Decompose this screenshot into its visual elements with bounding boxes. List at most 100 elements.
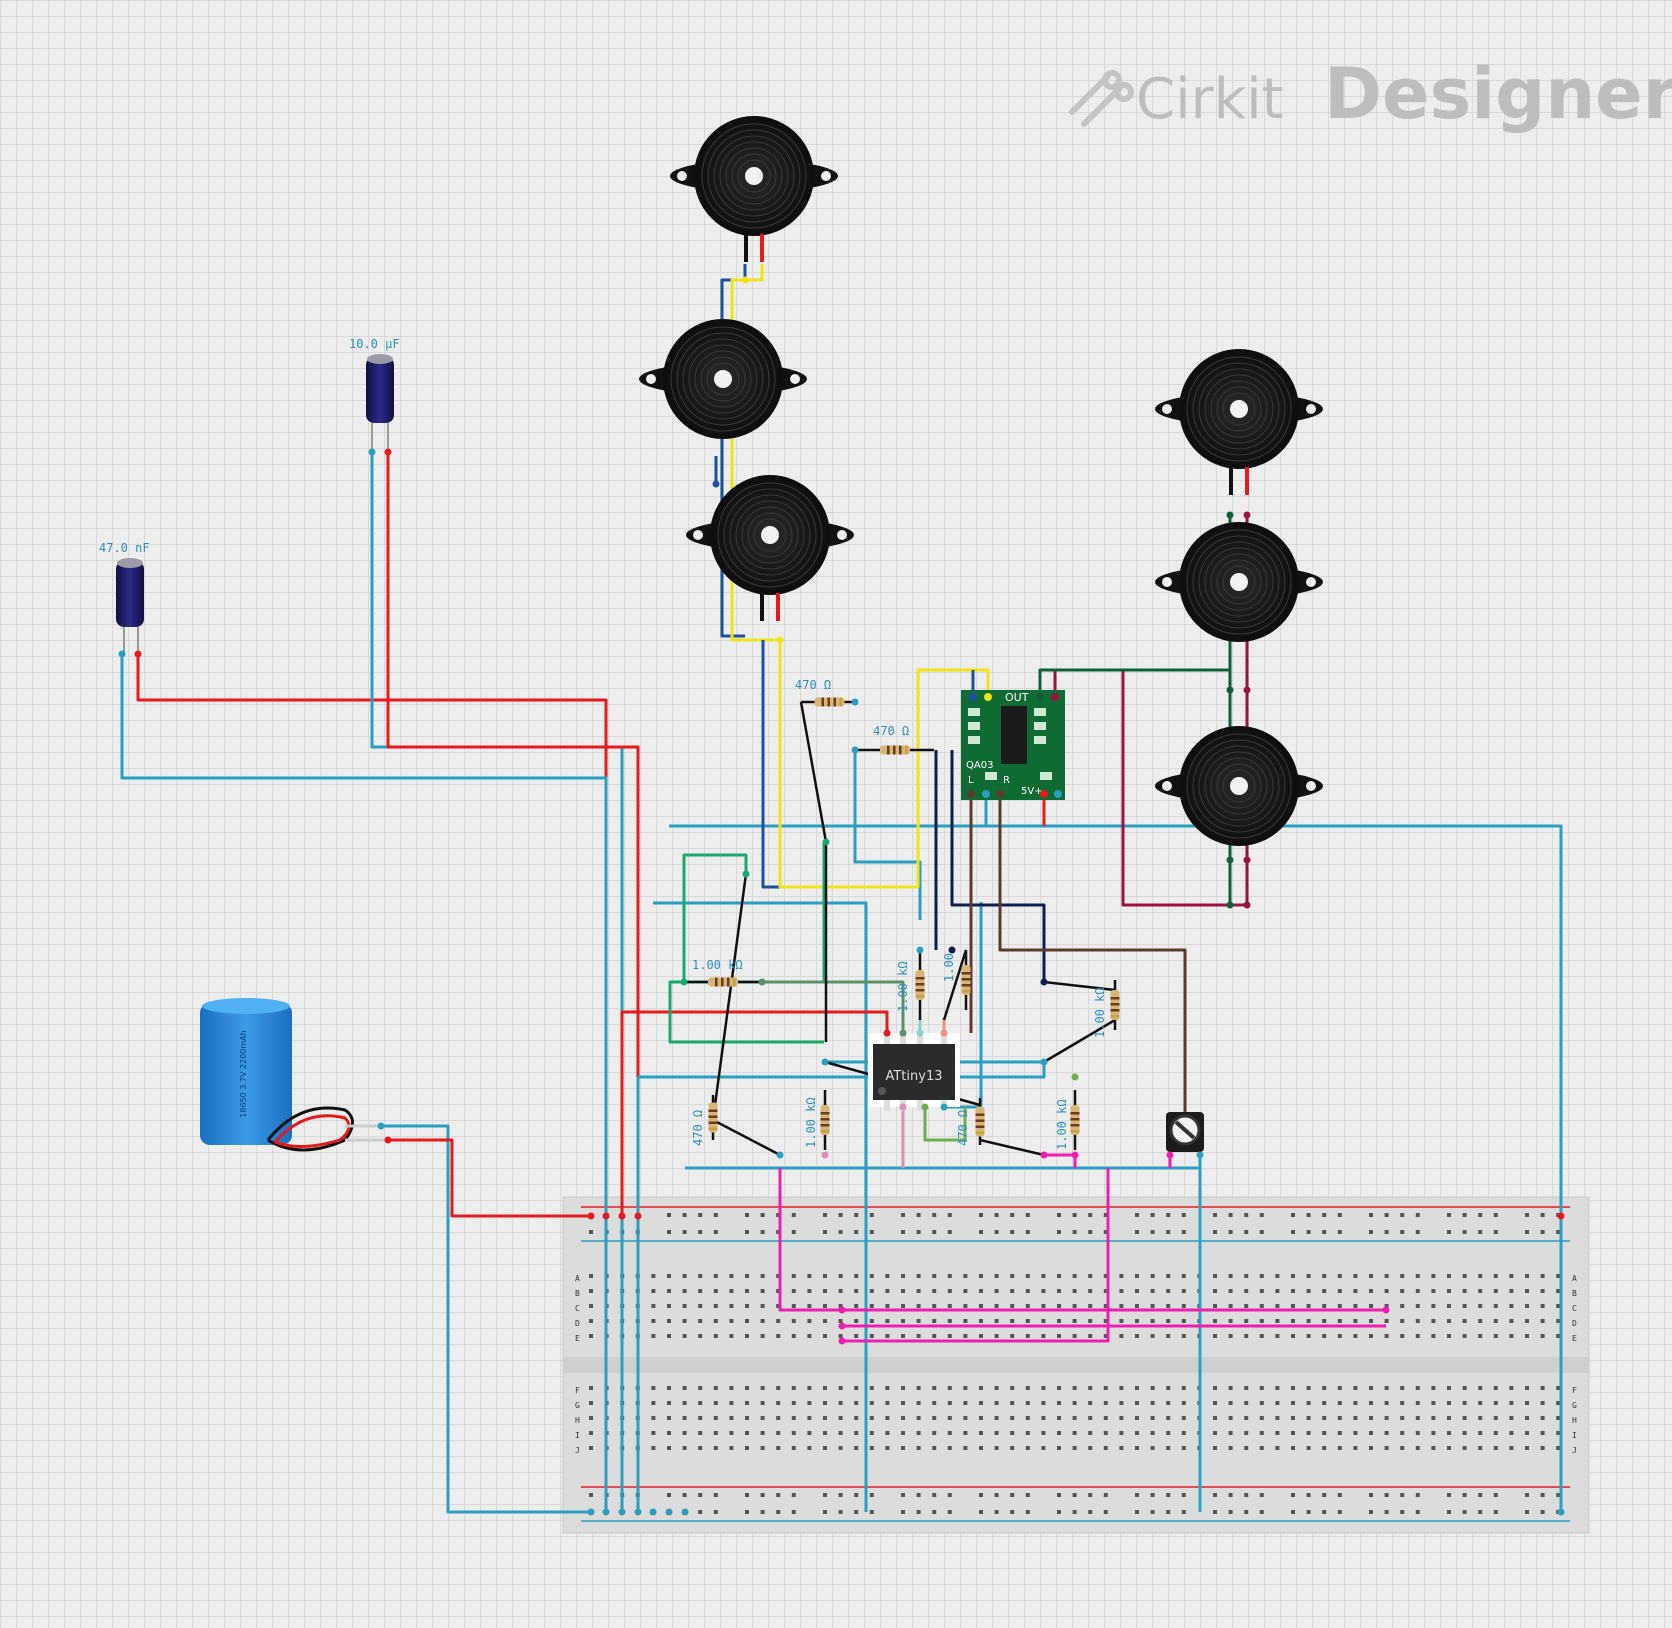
audio-amplifier-module[interactable]: OUT QA03 L R 5V+ (961, 690, 1065, 800)
resistor[interactable] (708, 1095, 718, 1140)
row-letter: E (1572, 1334, 1577, 1343)
resistor-label: 1.00 kΩ (1093, 987, 1107, 1038)
row-letter: C (1572, 1304, 1577, 1313)
wire-black-2 (711, 873, 781, 1157)
mcu-label: ATtiny13 (885, 1069, 942, 1084)
piezo-buzzer-icon[interactable] (1155, 349, 1323, 495)
row-letter: H (575, 1416, 580, 1425)
wire-node (916, 946, 924, 954)
wire-node (1040, 1058, 1048, 1066)
wire-magenta-4 (842, 1168, 1110, 1343)
resistor[interactable] (975, 1098, 985, 1145)
resistor[interactable] (856, 745, 934, 755)
wire-node (602, 1212, 610, 1220)
wire-node (776, 1151, 784, 1159)
wire-brown-2 (998, 794, 1187, 1125)
wire-node (821, 1151, 829, 1159)
brand-designer: Designer (1324, 53, 1672, 135)
resistor-label: 470 Ω (795, 678, 831, 692)
wire-node (1243, 901, 1251, 909)
wire-node (681, 1508, 689, 1516)
capacitor-47nf[interactable]: 47.0 nF (99, 541, 150, 658)
attiny13-chip[interactable]: ATtiny13 (868, 1033, 960, 1111)
wire-node (776, 636, 784, 644)
wire-battery-negative (381, 1124, 591, 1514)
cap10-label: 10.0 µF (349, 337, 400, 351)
wire-node (1196, 1151, 1204, 1159)
wire-node (899, 1029, 907, 1037)
wire-battery-positive (388, 1138, 591, 1218)
wire-node (1243, 856, 1251, 864)
resistor[interactable] (1070, 1090, 1080, 1150)
wire-node (634, 1212, 642, 1220)
wire-node (838, 1306, 846, 1314)
wire-node (1557, 1508, 1565, 1516)
wire-cap47-negative (120, 652, 608, 1512)
wire-node (742, 870, 750, 878)
wire-node (851, 746, 859, 754)
piezo-buzzer-icon[interactable] (1155, 726, 1323, 846)
resistor[interactable] (1110, 980, 1120, 1030)
piezo-buzzer-icon[interactable] (670, 116, 838, 262)
row-letter: J (1572, 1446, 1577, 1455)
wire-node (1557, 1212, 1565, 1220)
wire-node (1071, 1073, 1079, 1081)
wire-node (634, 1508, 642, 1516)
wire-node (1382, 1306, 1390, 1314)
row-letter: G (1572, 1401, 1577, 1410)
row-letter: H (1572, 1416, 1577, 1425)
wire-mcu-vcc (620, 1010, 889, 1216)
wire-node (1166, 1151, 1174, 1159)
breadboard[interactable]: A B C D E F G H I J A B C D E F G H I J (562, 1196, 1590, 1534)
wire-node (1226, 511, 1234, 519)
wire-amp-darkgreen (1038, 668, 1230, 697)
resistor-label: 1.00 kΩ (804, 1097, 818, 1148)
potentiometer[interactable] (1166, 1112, 1204, 1152)
cap47-label: 47.0 nF (99, 541, 150, 555)
row-letter: E (575, 1334, 580, 1343)
wire-node (851, 698, 859, 706)
amp-model-label: QA03 (966, 760, 993, 771)
wire-green-loop-2 (668, 980, 824, 1044)
resistor[interactable] (684, 977, 762, 987)
wire-node (940, 1103, 948, 1111)
wire-node (1243, 686, 1251, 694)
resistor[interactable] (961, 950, 971, 1010)
resistor-label: 1.00 (942, 953, 956, 982)
piezo-buzzer-icon[interactable] (1155, 522, 1323, 642)
wire-sage (762, 980, 905, 1033)
wire-node (822, 838, 830, 846)
resistor-label: 470 Ω (956, 1110, 970, 1146)
resistor[interactable] (915, 950, 925, 1020)
wire-cap10-positive (386, 452, 640, 1216)
cirkit-logo-icon (1069, 70, 1134, 127)
row-letters-left: A B C D E F G H I J (575, 1274, 580, 1455)
row-letter: F (1572, 1386, 1577, 1395)
resistor[interactable] (801, 697, 858, 707)
wire-node (758, 978, 766, 986)
row-letter: G (575, 1401, 580, 1410)
wire-black-1 (799, 701, 828, 1042)
wire-node (899, 1103, 907, 1111)
battery[interactable]: 18650 3.7V 2200mAh (200, 998, 392, 1152)
wire-node (921, 1103, 929, 1111)
resistor-label: 1.00 kΩ (1055, 1099, 1069, 1150)
wire-buzzer-a-blue (720, 264, 747, 638)
buzzers (639, 116, 1323, 846)
wire-node (587, 1212, 595, 1220)
resistor[interactable] (820, 1090, 830, 1150)
row-letter: J (575, 1446, 580, 1455)
wire-res-ground (853, 750, 922, 920)
capacitor-10uf[interactable]: 10.0 µF (349, 337, 400, 456)
wire-node (587, 1508, 595, 1516)
wire-node (712, 480, 720, 488)
row-letter: A (1572, 1274, 1577, 1283)
row-letter: B (1572, 1289, 1577, 1298)
piezo-buzzer-icon[interactable] (686, 475, 854, 621)
wire-node (649, 1508, 657, 1516)
wire-node (618, 1508, 626, 1516)
amp-l-label: L (968, 775, 974, 786)
piezo-buzzer-icon[interactable] (639, 319, 807, 439)
